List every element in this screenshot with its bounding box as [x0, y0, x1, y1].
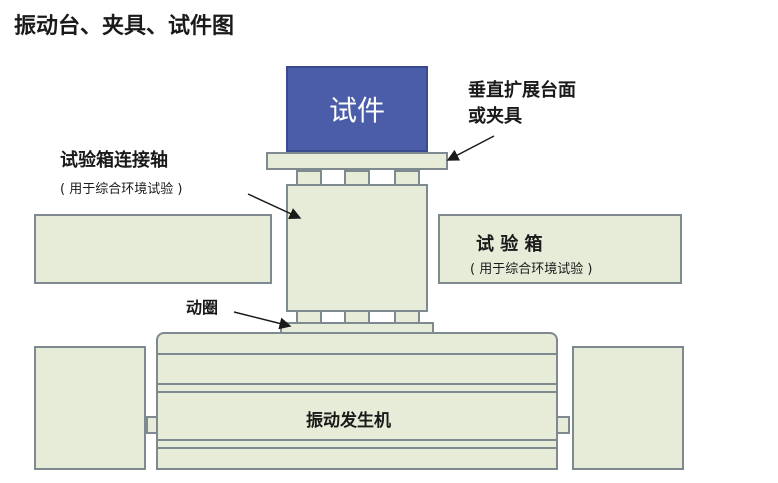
- label-vertical-table-2: 或夹具: [468, 106, 522, 127]
- shaft-stud-3: [394, 170, 420, 186]
- arrow-connecting-shaft: [247, 193, 302, 220]
- label-vertical-table: 垂直扩展台面: [468, 80, 576, 101]
- label-shaker: 振动发生机: [306, 411, 391, 431]
- label-connecting-shaft: 试验箱连接轴: [60, 150, 168, 171]
- label-coil: 动圈: [186, 298, 219, 317]
- shaker-side-right: [572, 346, 684, 470]
- specimen-label: 试件: [328, 94, 385, 127]
- connecting-shaft: [286, 184, 428, 312]
- shaft-stud-1: [296, 170, 322, 186]
- chamber-wall-left: [34, 214, 272, 284]
- arrow-vertical-table: [446, 135, 495, 161]
- label-chamber: 试 验 箱: [476, 234, 543, 255]
- shaft-stud-2: [344, 170, 370, 186]
- specimen: 试件: [286, 66, 428, 152]
- diagram-title: 振动台、夹具、试件图: [14, 14, 235, 39]
- shaker-side-left: [34, 346, 146, 470]
- label-chamber-note: ( 用于综合环境试验 ): [470, 262, 593, 277]
- chamber-wall-right: [438, 214, 682, 284]
- arrow-coil: [233, 311, 292, 330]
- vertical-expansion-table: [266, 152, 448, 170]
- label-connecting-shaft-note: ( 用于综合环境试验 ): [60, 182, 183, 197]
